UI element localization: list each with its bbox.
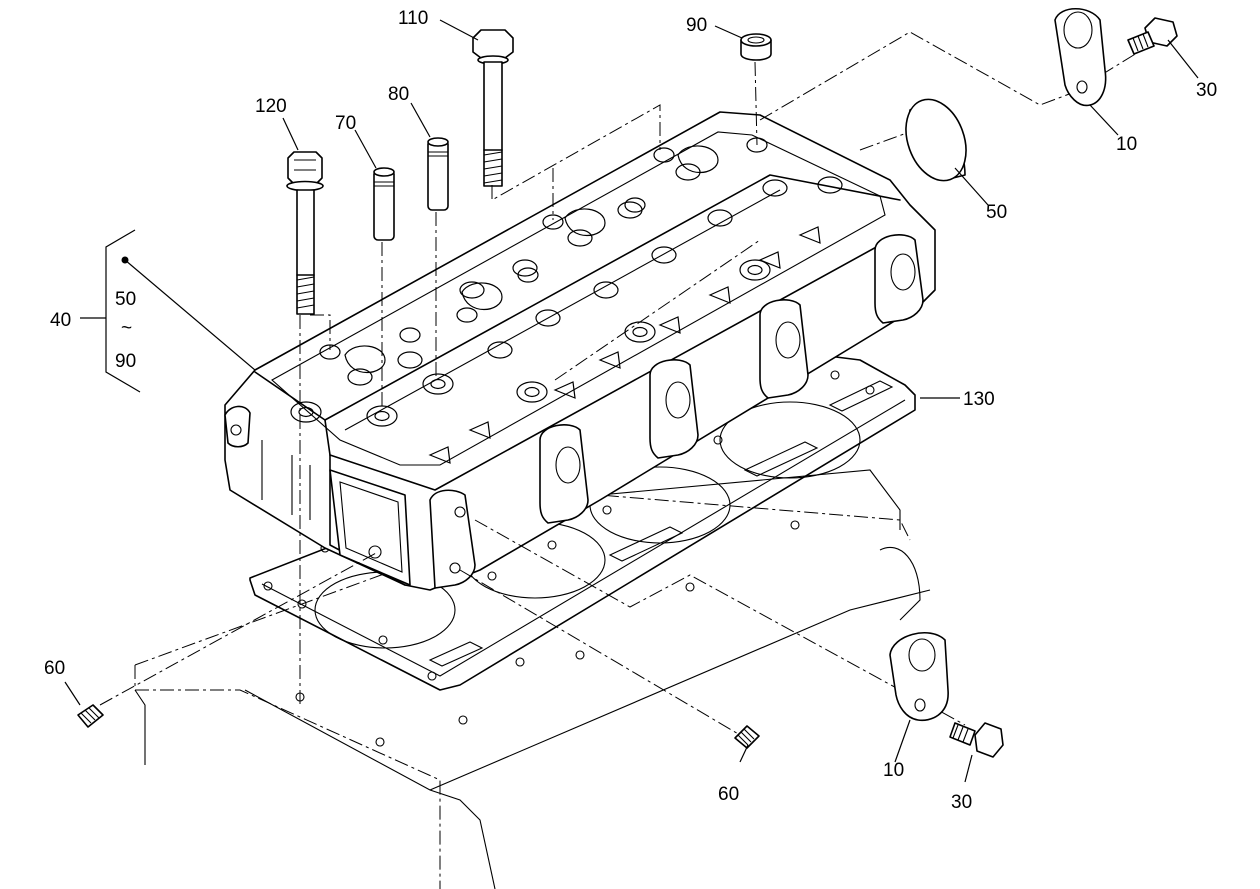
callout-30-bottom: 30	[951, 792, 972, 813]
callout-80: 80	[388, 84, 409, 105]
callout-70: 70	[335, 113, 356, 134]
callout-40-range-sep: ~	[121, 318, 132, 339]
engine-block-outline	[134, 469, 931, 889]
callout-30-top: 30	[1196, 80, 1217, 101]
callout-130: 130	[963, 389, 995, 410]
callout-40: 40	[50, 310, 71, 331]
group-bullet	[121, 256, 129, 264]
callout-labels: 110 90 30 10 120 80 70 50 40 50 ~ 90 130…	[44, 8, 1217, 813]
callout-10-bottom: 10	[883, 760, 904, 781]
callout-110: 110	[398, 8, 428, 29]
callout-50-right: 50	[986, 202, 1007, 223]
valve-guide-80	[427, 137, 449, 211]
callout-40-range-to: 90	[115, 351, 136, 372]
callout-40-range-from: 50	[115, 289, 136, 310]
callout-90: 90	[686, 15, 707, 36]
head-bolt-110	[472, 29, 514, 187]
head-bolt-120	[286, 151, 324, 315]
flange-bolt-30-bottom	[949, 722, 1004, 758]
lifting-hook-10-bottom	[889, 631, 949, 722]
seal-ring-90	[740, 33, 772, 61]
cylinder-head-assembly	[224, 111, 936, 591]
plug-60-bottom	[734, 725, 760, 749]
callout-120: 120	[255, 96, 287, 117]
flange-bolt-30-top	[1127, 17, 1178, 55]
expansion-plug-50	[905, 98, 967, 182]
callout-60-bottom: 60	[718, 784, 739, 805]
callout-60-left: 60	[44, 658, 65, 679]
callout-10-top: 10	[1116, 134, 1137, 155]
valve-guide-70	[373, 167, 395, 241]
plug-60-left	[77, 704, 104, 728]
lifting-hook-10-top	[1054, 7, 1107, 107]
callout-leaders	[64, 19, 1199, 783]
